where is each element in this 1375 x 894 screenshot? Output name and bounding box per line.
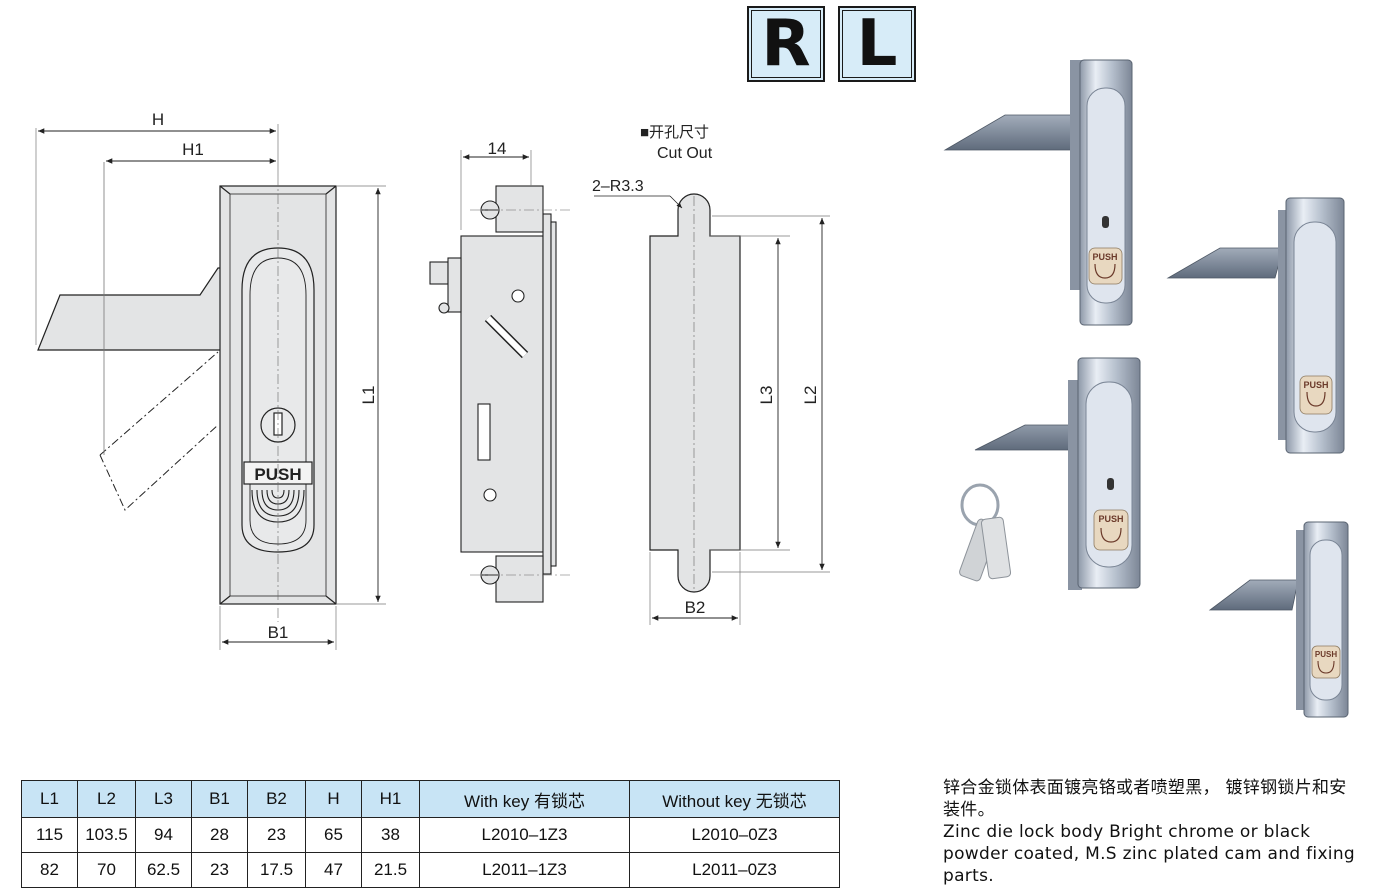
photo-push-4: PUSH [1315,650,1337,659]
table-row: 82 70 62.5 23 17.5 47 21.5 L2011–1Z3 L20… [21,852,840,888]
front-dimensions [35,124,386,650]
table-cell: L2010–1Z3 [419,817,630,853]
photo-lock-2: PUSH [1166,197,1345,454]
cutout-shape [649,193,741,593]
front-view [37,162,337,622]
photo-push-3: PUSH [1098,514,1123,524]
table-cell: 62.5 [135,852,192,888]
th-h: H [305,780,362,818]
th-h1: H1 [361,780,420,818]
dim-b1-label: B1 [268,623,289,642]
table-cell: 70 [77,852,136,888]
photo-lock-3: PUSH [959,357,1141,590]
badge-left-text: L [856,7,898,81]
table-cell: 103.5 [77,817,136,853]
table-cell: 23 [247,817,306,853]
product-photos: PUSH PUSH PUSH PUSH [943,59,1349,718]
th-with-key: With key 有锁芯 [419,780,630,818]
table-cell: 28 [191,817,248,853]
th-l3: L3 [135,780,192,818]
description-cn: 锌合金锁体表面镀亮铬或者喷塑黑， 镀锌钢锁片和安装件。 [943,778,1347,820]
th-l2: L2 [77,780,136,818]
dim-b2-label: B2 [685,598,706,617]
th-l1: L1 [21,780,78,818]
table-row: 115 103.5 94 28 23 65 38 L2010–1Z3 L2010… [21,817,840,853]
table-cell: 115 [21,817,78,853]
dim-14-label: 14 [488,139,507,158]
technical-drawing: PUSH H H1 L1 B1 [35,110,830,650]
table-cell: L2010–0Z3 [629,817,840,853]
front-push-text: PUSH [254,465,301,484]
table-cell: 21.5 [361,852,420,888]
cutout-radius-label: 2–R3.3 [592,178,644,195]
table-cell: L2011–1Z3 [419,852,630,888]
photo-push-1: PUSH [1092,252,1117,262]
table-cell: 17.5 [247,852,306,888]
photo-lock-1: PUSH [943,59,1133,326]
dim-l2-label: L2 [801,386,820,405]
table-cell: 47 [305,852,362,888]
dim-l1-label: L1 [359,386,378,405]
table-cell: 94 [135,817,192,853]
product-description: 锌合金锁体表面镀亮铬或者喷塑黑， 镀锌钢锁片和安装件。 Zinc die loc… [943,777,1363,887]
dim-h-label: H [152,110,164,129]
table-cell: 82 [21,852,78,888]
side-body [460,235,544,553]
th-b2: B2 [247,780,306,818]
th-without-key: Without key 无锁芯 [629,780,840,818]
table-cell: 65 [305,817,362,853]
photo-push-2: PUSH [1303,380,1328,390]
cutout-title-en: Cut Out [657,145,713,162]
spec-table-header: L1 L2 L3 B1 B2 H H1 With key 有锁芯 Without… [21,780,840,818]
badge-right-text: R [761,7,811,81]
table-cell: 23 [191,852,248,888]
front-lever-swung [99,424,219,511]
description-en: Zinc die lock body Bright chrome or blac… [943,822,1355,886]
th-b1: B1 [191,780,248,818]
front-lever [37,267,223,351]
spec-table: L1 L2 L3 B1 B2 H H1 With key 有锁芯 Without… [21,780,840,888]
cutout-view [594,193,830,625]
dim-h1-label: H1 [182,140,204,159]
side-view [429,150,570,603]
table-cell: 38 [361,817,420,853]
photo-lock-4: PUSH [1208,521,1349,718]
table-cell: L2011–0Z3 [629,852,840,888]
cutout-title-cn: ■开孔尺寸 [640,124,709,141]
dim-l3-label: L3 [757,386,776,405]
